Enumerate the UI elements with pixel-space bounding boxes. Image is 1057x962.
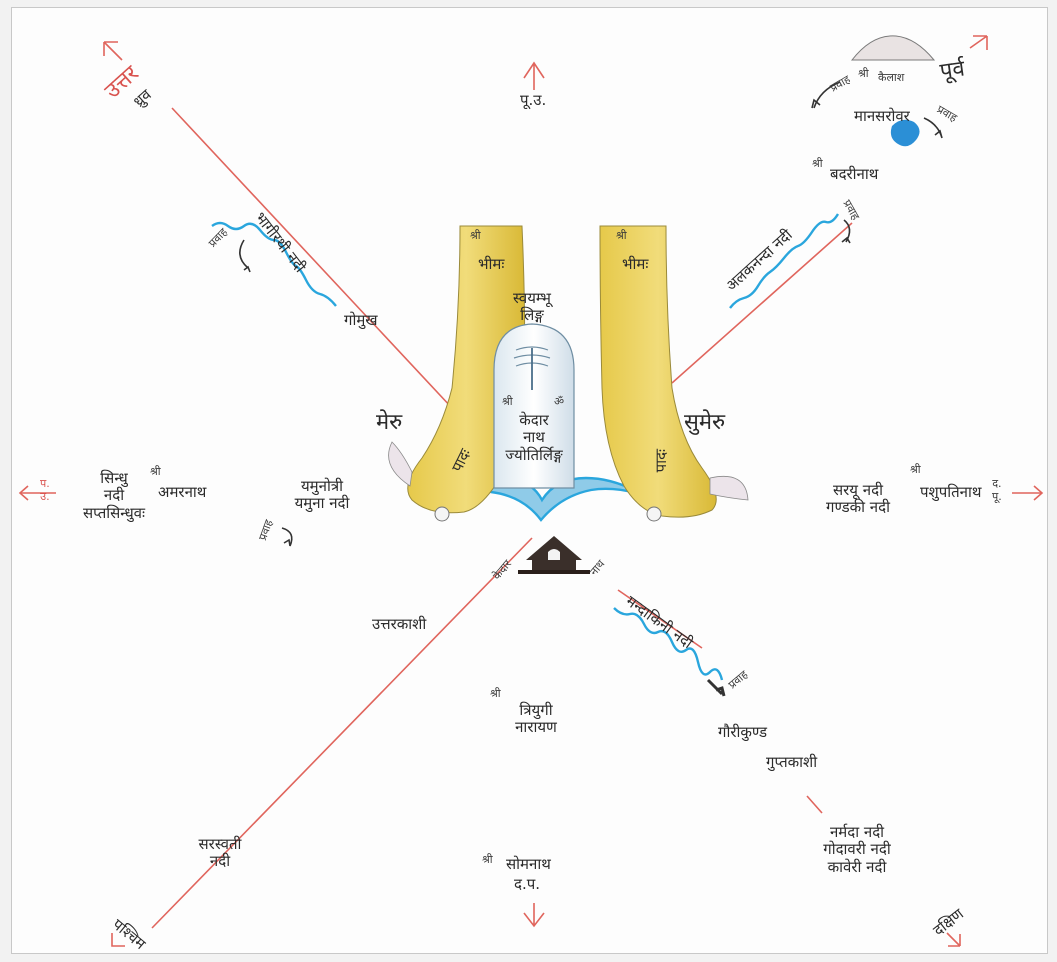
label-om: ॐ [554,396,564,409]
arrow-north [524,63,544,90]
label-uttarkashi: उत्तरकाशी [372,616,426,633]
label-guptkashi: गुप्तकाशी [766,754,817,771]
arrow-nw [104,42,122,60]
label-saraswati-group: सरस्वती नदी [180,836,260,871]
label-sumeru: सुमेरु [684,410,725,435]
label-sindhu: सिन्धु [100,470,127,487]
label-pada-right: पादः [653,449,670,472]
label-shri-badrinath: श्री [812,158,823,171]
mandakini-flow-arrow [708,680,724,696]
mansarovar-flow-arrow [924,118,942,138]
label-shri-linga: श्री [502,396,513,409]
label-shri-left-leg: श्री [470,230,481,243]
label-saptasindhu: सप्तसिन्धुवः [83,505,145,522]
label-shri-right-leg: श्री [616,230,627,243]
bhagirathi-flow-arrow [240,240,250,272]
yamuna-flow-arrow [282,528,292,546]
label-bhima-left: भीमः [478,256,504,273]
label-sindhu-nadi: नदी [104,487,124,504]
label-swayambhu-linga: स्वयम्भू लिङ्ग [488,290,576,325]
label-saryu: सरयू नदी [833,482,883,499]
label-narmada: नर्मदा नदी [830,824,884,841]
label-shri-triyugi: श्री [490,688,501,701]
label-triyugi-group: त्रियुगी नारायण [496,702,576,737]
label-yamunotri: यमुनोत्री [301,478,343,495]
arrow-south [524,903,544,926]
label-yamuna: यमुना नदी [295,495,350,512]
label-kedarnath-jyotirlinga: केदार नाथ ज्योतिर्लिङ्ग [486,412,582,464]
label-gomukh: गोमुख [344,312,378,329]
label-saryu-group: सरयू नदी गण्डकी नदी [812,482,904,517]
label-linga: लिङ्ग [520,307,544,324]
axis-se-2 [807,796,822,813]
label-sindhu-group: सिन्धु नदी सप्तसिन्धुवः [64,470,164,522]
label-saraswati-nadi: नदी [210,853,230,870]
label-south-top: द.प. [514,876,540,893]
label-south-rivers: नर्मदा नदी गोदावरी नदी कावेरी नदी [802,824,912,876]
diagram-frame: उत्तर ध्रुव पू.उ. पूर्व प. उ. द. पू. द.प… [11,7,1048,954]
arrow-ne [970,36,987,50]
label-saraswati: सरस्वती [199,836,242,853]
label-east: द. पू. [992,478,1002,503]
label-narayan: नारायण [515,719,557,736]
label-mansarovar: मानसरोवर [854,108,910,125]
label-shri-kailash: श्री [858,68,869,81]
label-gandaki: गण्डकी नदी [826,499,890,516]
label-kailash: कैलाश [878,72,904,85]
label-nath: नाथ [523,429,545,446]
label-somnath: सोमनाथ [506,856,551,873]
label-triyugi: त्रियुगी [519,702,552,719]
axis-nw [172,108,452,408]
label-amarnath: अमरनाथ [158,484,206,501]
label-gaurikund: गौरीकुण्ड [718,724,767,741]
label-west: प. उ. [40,478,50,503]
label-swayambhu: स्वयम्भू [513,290,551,307]
label-kedar: केदार [519,412,549,429]
label-bhima-right: भीमः [622,256,648,273]
label-shri-amarnath: श्री [150,466,161,479]
kailash-mountain [852,36,934,60]
arrow-se [947,933,960,946]
label-jyotirlinga: ज्योतिर्लिङ्ग [505,447,562,464]
label-meru: मेरु [376,410,402,435]
label-kaveri: कावेरी नदी [828,859,887,876]
label-northeast-top: पू.उ. [520,92,546,109]
label-east-top: पूर्व [938,56,966,84]
label-shri-pashupatinath: श्री [910,464,921,477]
label-pashupatinath: पशुपतिनाथ [920,484,981,501]
label-badrinath: बदरीनाथ [830,166,878,183]
diagram-canvas [12,8,1048,954]
label-shri-somnath: श्री [482,854,493,867]
label-godavari: गोदावरी नदी [823,841,890,858]
label-yamuna-group: यमुनोत्री यमुना नदी [274,478,370,513]
